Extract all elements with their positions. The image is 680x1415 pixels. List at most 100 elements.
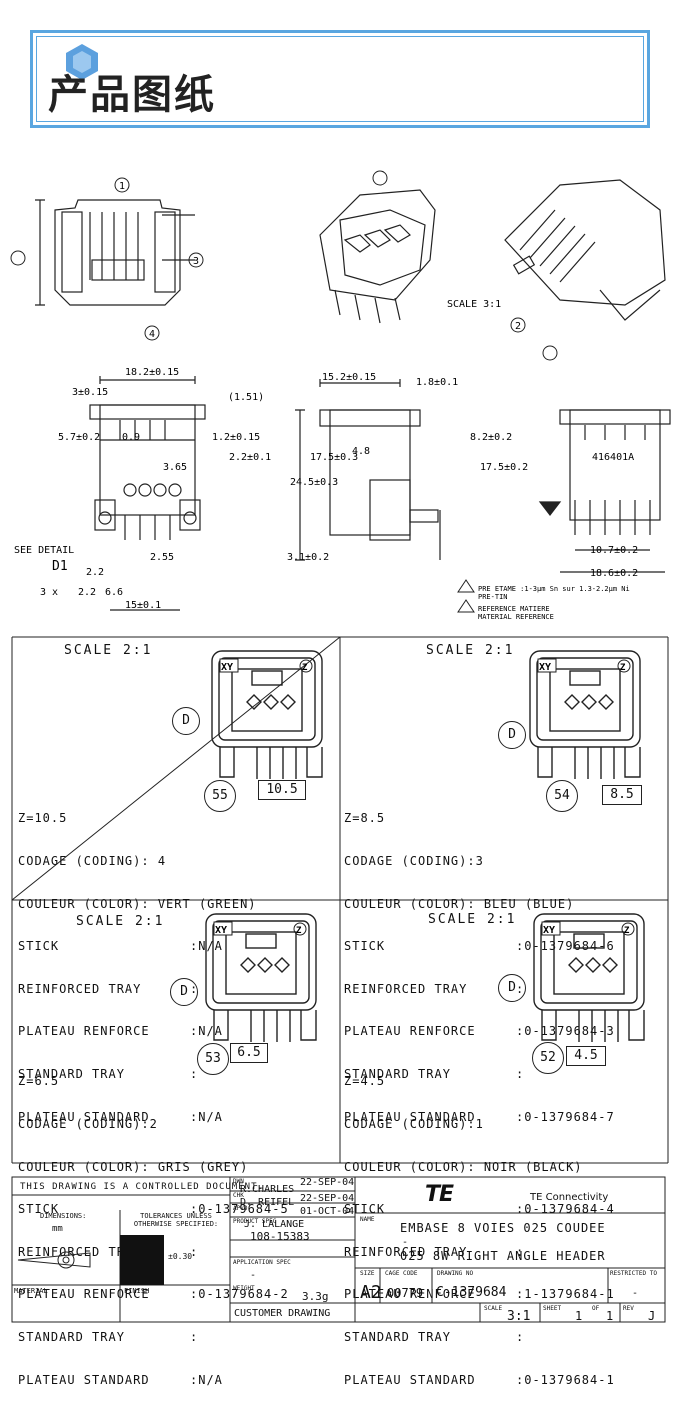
spec-z: Z=6.5 [18, 1074, 60, 1089]
part-name-english: 025 8W RIGHT ANGLE HEADER [400, 1249, 606, 1263]
spec-value: :0-1379684-5 [190, 1202, 289, 1217]
spec-value: : [190, 1067, 199, 1082]
variant-callout: 52 [532, 1042, 564, 1074]
spec-coding: CODAGE (CODING):1 [344, 1117, 484, 1132]
application-spec-value: - [250, 1270, 257, 1281]
dim-front-offset: (1.51) [228, 392, 264, 403]
drawing-no-value: C-1379684 [436, 1285, 507, 1300]
note-2: REFERENCE MATIERE [478, 605, 550, 613]
dim-front-j: 0.9 [122, 432, 140, 443]
variant-panel-3: SCALE 2:1 XY Z D 53 6.5 Z=6.5 CODAGE (CO… [12, 900, 340, 1387]
dim-front-b: 6.6 [105, 587, 123, 598]
weight-label: WEIGHT [233, 1285, 255, 1292]
part-name-separator: - [402, 1237, 409, 1248]
application-spec-label: APPLICATION SPEC [233, 1259, 291, 1266]
dwn-date: 22-SEP-04 [300, 1177, 355, 1188]
spec-coding: CODAGE (CODING): 4 [18, 854, 167, 869]
spec-label: PLATEAU RENFORCE [18, 1024, 150, 1039]
spec-value: : [516, 1067, 525, 1082]
spec-value: :N/A [190, 1372, 223, 1387]
spec-coding: CODAGE (CODING):2 [18, 1117, 158, 1132]
xy-mark: XY [215, 925, 227, 936]
detail-callout: D [172, 707, 200, 735]
spec-label: STICK [344, 939, 386, 954]
dim-front-h: 3±0.15 [72, 387, 108, 398]
page-title: 产品图纸 [48, 72, 216, 118]
spec-row: PLATEAU STANDARD :N/A [18, 1373, 248, 1387]
apvd-date: 01-OCT-04 [300, 1206, 355, 1217]
spec-row: STANDARD TRAY: [18, 1067, 257, 1081]
cage-code-label: CAGE CODE [385, 1270, 418, 1277]
spec-label: PLATEAU RENFORCE [344, 1287, 476, 1302]
spec-row: PLATEAU RENFORCE:N/A [18, 1024, 257, 1038]
xy-mark: XY [539, 662, 551, 673]
variant-dimension: 6.5 [230, 1043, 268, 1063]
spec-value: :0-1379684-7 [516, 1109, 615, 1124]
dimensions-unit: mm [52, 1224, 63, 1234]
chk-name: D. REIFEL [240, 1197, 295, 1208]
variant-grid-lines [11, 636, 669, 1164]
spec-row: REINFORCED TRAY: [344, 1245, 583, 1259]
apvd-name: J. LALANGE [244, 1219, 305, 1230]
spec-row: PLATEAU RENFORCE:1-1379684-1 [344, 1287, 614, 1302]
dim-front-i: 5.7±0.2 [58, 432, 100, 443]
part-name-french: EMBASE 8 VOIES 025 COUDEE [400, 1221, 606, 1235]
dim-front-width: 18.2±0.15 [125, 367, 179, 378]
xy-mark: XY [543, 925, 555, 936]
connector-front-view: XY Z [529, 650, 641, 779]
finish-label: FINISH [124, 1287, 150, 1295]
spec-row: STANDARD TRAY: [18, 1330, 248, 1344]
variant-specs: Z=8.5 CODAGE (CODING):3 COULEUR (COLOR):… [344, 783, 614, 1152]
spec-label: PLATEAU STANDARD [18, 1372, 150, 1387]
spec-z: Z=8.5 [344, 811, 386, 826]
spec-label: PLATEAU RENFORCE [344, 1024, 476, 1039]
apvd-label: APVD [233, 1205, 248, 1212]
spec-label: PLATEAU STANDARD [344, 1109, 476, 1124]
dim-front-d: 2.55 [150, 552, 174, 563]
spec-value: :0-1379684-1 [516, 1372, 615, 1387]
spec-coding: CODAGE (CODING):3 [344, 854, 484, 869]
tolerance-value: ±0.30 [168, 1252, 193, 1261]
dim-front-a: 2.2 [78, 587, 96, 598]
detail-callout: D [498, 721, 526, 749]
dim-front-g: 2.2±0.1 [229, 452, 271, 463]
scale-value: 3:1 [507, 1309, 531, 1324]
dim-rear-b: 18.6±0.2 [590, 568, 638, 579]
see-detail-label: SEE DETAIL [14, 545, 74, 556]
rev-value: J [648, 1309, 656, 1323]
dim-front-pitch: 15±0.1 [125, 600, 161, 611]
spec-value: :N/A [190, 1109, 223, 1124]
spec-label: STICK [18, 1202, 60, 1217]
detail-callout: D [498, 974, 526, 1002]
chk-date: 22-SEP-04 [300, 1193, 355, 1204]
name-label: NAME [360, 1216, 375, 1223]
spec-label: STICK [18, 939, 60, 954]
controlled-document-label: THIS DRAWING IS A CONTROLLED DOCUMENT. [20, 1182, 264, 1192]
spec-z: Z=10.5 [18, 811, 68, 826]
dimensions-label: DIMENSIONS: [40, 1212, 87, 1220]
connector-front-view: XY Z [205, 913, 317, 1042]
dim-side-e: 24.5±0.3 [290, 477, 338, 488]
spec-row: STICK :0-1379684-5 [18, 1202, 288, 1217]
material-label: MATERIAL [14, 1287, 48, 1295]
company-name: TE Connectivity [530, 1192, 609, 1203]
dim-side-width: 15.2±0.15 [322, 372, 376, 383]
spec-row: PLATEAU RENFORCE:0-1379684-2 [18, 1287, 288, 1301]
restricted-label: RESTRICTED TO [610, 1270, 657, 1277]
note-2b: MATERIAL REFERENCE [478, 613, 554, 621]
spec-label: STANDARD TRAY [344, 1067, 451, 1082]
weight-value: 3.3g [302, 1290, 329, 1303]
spec-label: STANDARD TRAY [18, 1067, 125, 1082]
dwn-label: DWN [233, 1178, 244, 1185]
spec-color: COULEUR (COLOR): BLEU (BLUE) [344, 896, 575, 911]
variant-scale: SCALE 2:1 [428, 912, 517, 927]
variant-callout: 53 [197, 1043, 229, 1075]
cage-code-value: 00779 [387, 1286, 424, 1300]
spec-label: PLATEAU STANDARD [18, 1109, 150, 1124]
spec-value: : [190, 1330, 199, 1345]
spec-row: STANDARD TRAY: [344, 1330, 583, 1344]
connector-front-view: XY Z [211, 650, 323, 779]
spec-row: PLATEAU RENFORCE:0-1379684-3 [344, 1024, 614, 1039]
variant-panel-4: SCALE 2:1 XY Z D 52 4.5 Z=4.5 CODAGE (CO… [340, 900, 668, 1387]
spec-row: PLATEAU STANDARD :0-1379684-7 [344, 1109, 614, 1124]
